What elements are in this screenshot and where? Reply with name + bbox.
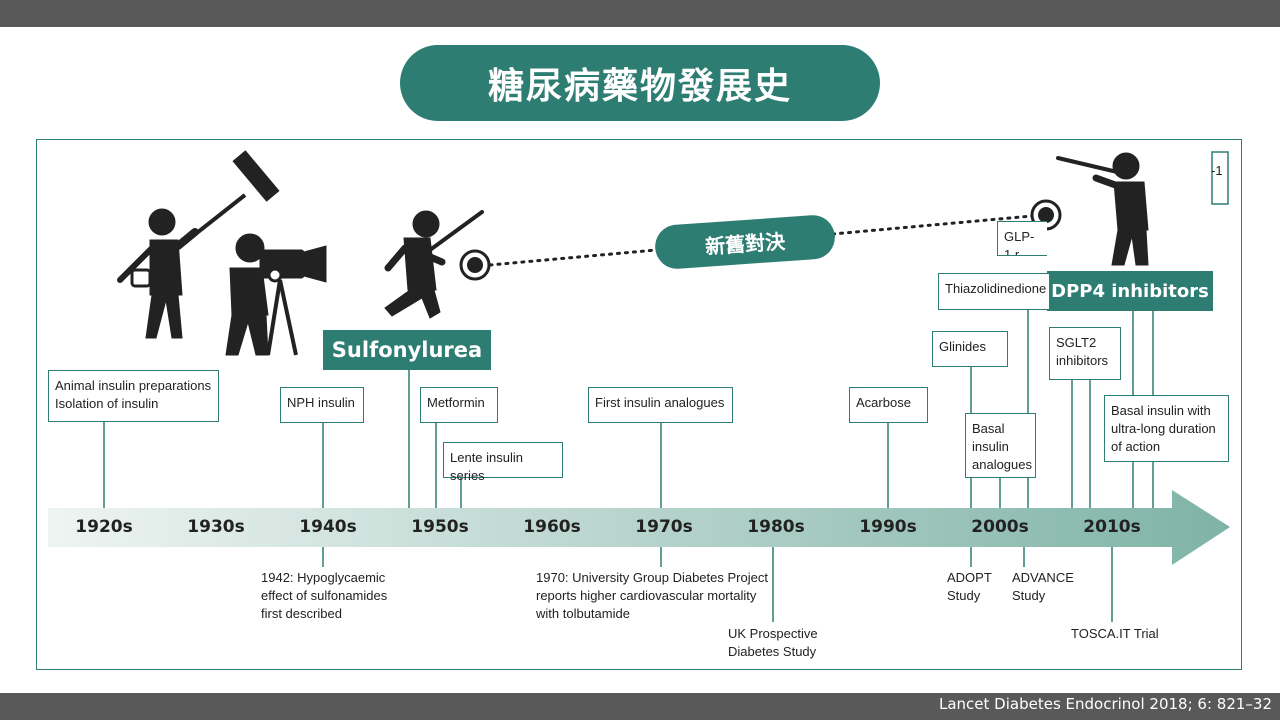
timeline-frame (36, 139, 1242, 670)
target-circle-left (459, 249, 491, 281)
decade-label: 1970s (635, 517, 693, 537)
event-adopt: ADOPT Study (947, 570, 992, 603)
event-acarbose: Acarbose (849, 387, 928, 423)
decade-label: 2000s (971, 517, 1029, 537)
event-basal-long: Basal insulin with ultra-long duration o… (1104, 395, 1229, 462)
decade-label: 1920s (75, 517, 133, 537)
boom-operator-icon (117, 150, 280, 339)
event-metformin: Metformin (420, 387, 498, 423)
top-bar (0, 0, 1280, 27)
event-sglt2: SGLT2 inhibitors (1049, 327, 1121, 380)
event-lente-insulin: Lente insulin series (443, 442, 563, 483)
event-1942-sulfonamides: 1942: Hypoglycaemic effect of sulfonamid… (261, 570, 388, 621)
decade-label: 1960s (523, 517, 581, 537)
timeline-arrow (48, 490, 1230, 565)
event-advance: ADVANCE Study (1012, 570, 1074, 603)
dpp4-highlight: DPP4 inhibitors (1047, 271, 1213, 311)
decade-label: 1930s (187, 517, 245, 537)
event-tosca-it: TOSCA.IT Trial (1071, 626, 1159, 641)
event-thiazolidinedione: Thiazolidinedione (938, 273, 1050, 310)
decade-label: 1990s (859, 517, 917, 537)
cameraman-icon (225, 233, 327, 356)
decade-label: 1950s (411, 517, 469, 537)
swordsman-icon (384, 210, 484, 319)
event-first-analogues: First insulin analogues (588, 387, 733, 423)
lower-connectors (322, 547, 1113, 622)
event-basal-analogues: Basal insulin analogues (965, 413, 1036, 478)
page-title: 糖尿病藥物發展史 (400, 45, 880, 121)
event-glinides: Glinides (932, 331, 1008, 367)
bottom-bar: Lancet Diabetes Endocrinol 2018; 6: 821–… (0, 693, 1280, 720)
sulfonylurea-highlight: Sulfonylurea (323, 330, 491, 370)
clipped-box (1211, 151, 1229, 205)
event-ukpds: UK Prospective Diabetes Study (728, 626, 818, 659)
event-animal-insulin: Animal insulin preparations Isolation of… (48, 370, 219, 422)
event-glp1: GLP-1 r (997, 221, 1047, 256)
shooter-icon (1056, 152, 1149, 266)
clipped-box-label: -1 (1211, 163, 1223, 178)
decade-label: 1940s (299, 517, 357, 537)
citation-text: Lancet Diabetes Endocrinol 2018; 6: 821–… (939, 695, 1272, 713)
event-1970-ugdp: 1970: University Group Diabetes Project … (536, 570, 768, 621)
decade-label: 1980s (747, 517, 805, 537)
decade-label: 2010s (1083, 517, 1141, 537)
event-nph-insulin: NPH insulin (280, 387, 364, 423)
